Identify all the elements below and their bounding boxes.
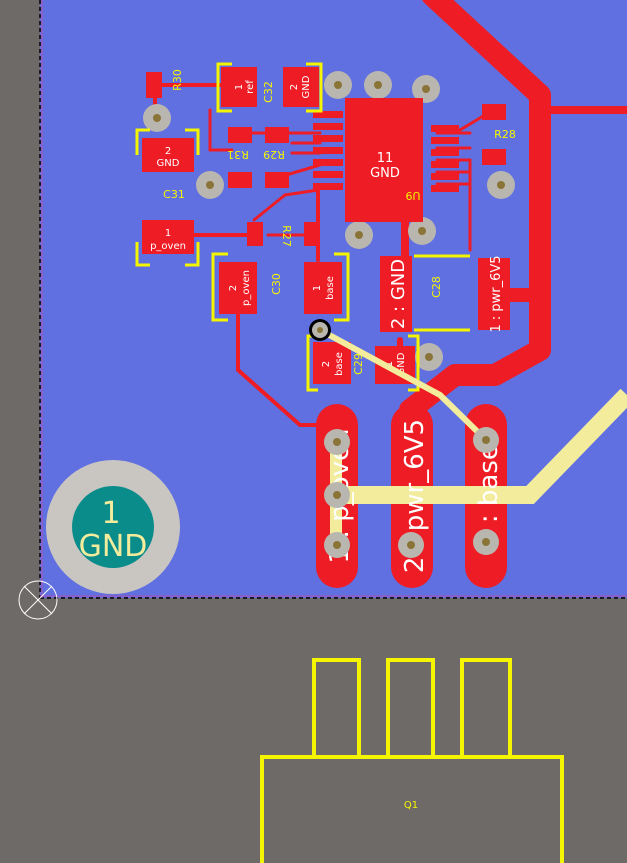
r30-footprint[interactable]: R30 (146, 69, 184, 98)
q1-designator: Q1 (404, 800, 418, 811)
svg-text:2: 2 (228, 285, 239, 291)
gnd-mounting-pad[interactable]: 1 GND (46, 460, 180, 594)
r31-footprint[interactable]: R31 (227, 127, 252, 188)
q1-pad-vias (324, 427, 499, 558)
u9-pad-net: GND (370, 166, 400, 181)
r28-designator: R28 (494, 128, 516, 141)
u9-pins (313, 111, 459, 192)
c28-pad-2[interactable] (380, 256, 412, 332)
origin-marker-icon (18, 580, 58, 620)
c32-designator: C32 (262, 81, 275, 103)
c30-footprint[interactable]: 2 p_oven 1 base C30 (211, 252, 350, 322)
c28-footprint[interactable]: 2 : GND 1 : pwr_6V5 C28 (380, 254, 510, 333)
u9-pad-number: 11 (377, 151, 394, 166)
svg-text:base: base (325, 276, 336, 300)
svg-text:GND: GND (396, 352, 407, 375)
c30-designator: C30 (270, 273, 283, 295)
c29-pad-2[interactable] (313, 342, 351, 384)
svg-text:GND: GND (157, 158, 180, 169)
svg-text:p_oven: p_oven (241, 270, 252, 306)
u9-designator: U9 (405, 189, 420, 202)
svg-text:2: 2 (165, 146, 171, 157)
r30-designator: R30 (171, 69, 184, 91)
svg-text:base: base (334, 352, 345, 376)
svg-text:1: 1 (384, 361, 395, 367)
c31-pad-1[interactable] (142, 220, 194, 254)
svg-text:2: 2 (321, 361, 332, 367)
svg-text:1: 1 (234, 84, 245, 90)
r29-footprint[interactable]: R29 (263, 127, 289, 188)
r29-designator: R29 (263, 148, 285, 161)
c31-pad-2[interactable] (142, 138, 194, 172)
u9-thermal-pad[interactable] (345, 98, 423, 222)
svg-text:2: 2 (289, 84, 300, 90)
svg-text:p_oven: p_oven (150, 241, 186, 252)
c31-designator: C31 (163, 188, 185, 201)
svg-text:GND: GND (301, 75, 312, 98)
c30-pad-2[interactable] (219, 262, 257, 314)
r27-designator: R27 (280, 225, 293, 247)
c28-designator: C28 (430, 276, 443, 298)
r31-designator: R31 (227, 148, 249, 161)
c32-footprint[interactable]: 1 ref 2 GND C32 (216, 62, 323, 113)
c32-pad-1[interactable] (221, 67, 257, 107)
gnd-pad-number: 1 (101, 496, 120, 531)
svg-text:1: 1 (312, 285, 323, 291)
c28-pad-1[interactable] (478, 258, 510, 330)
svg-text:1: 1 (165, 228, 171, 239)
r27-footprint[interactable]: R27 (247, 222, 320, 247)
svg-text:ref: ref (245, 80, 256, 94)
c28-pad-1-label: 1 : pwr_6V5 (489, 255, 504, 332)
c31-footprint[interactable]: 2 GND 1 p_oven C31 (135, 128, 200, 267)
base-via (309, 319, 331, 341)
r28-footprint[interactable]: R28 (482, 104, 516, 165)
c28-pad-2-label: 2 : GND (388, 259, 409, 329)
gnd-pad-net: GND (79, 529, 148, 564)
q1-silkscreen[interactable] (260, 658, 564, 863)
vias (143, 71, 515, 371)
c32-pad-2[interactable] (283, 67, 319, 107)
c29-designator: C29 (352, 353, 365, 375)
c30-pad-1[interactable] (304, 262, 342, 314)
u9-footprint[interactable]: 11 GND U9 (313, 98, 459, 222)
